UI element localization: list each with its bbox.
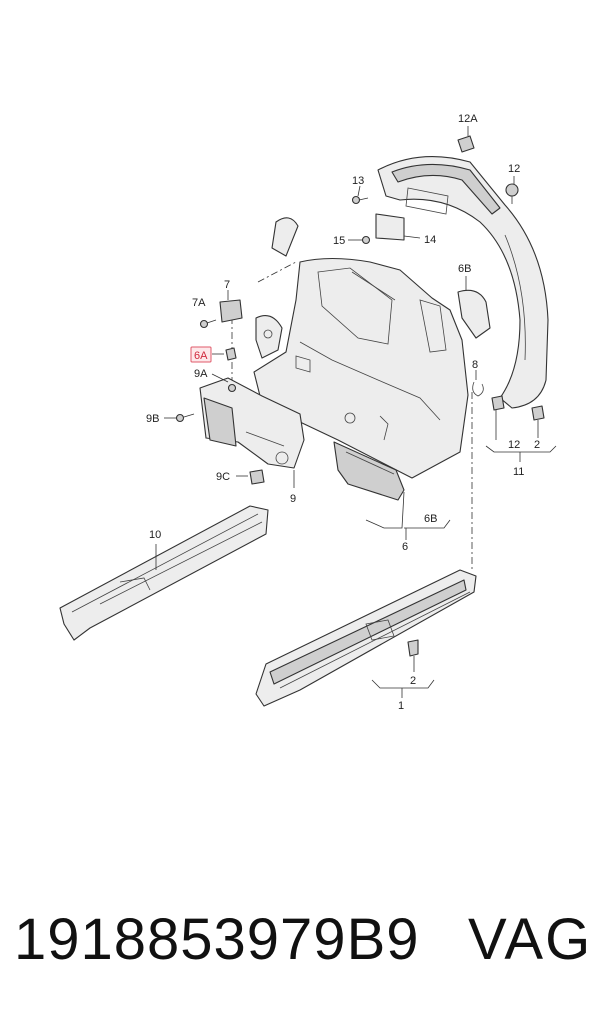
label-6B-bottom: 6B [424, 513, 437, 525]
label-7: 7 [224, 279, 230, 291]
label-8: 8 [472, 359, 478, 371]
leader-lines [155, 126, 557, 698]
cover-6B [457, 289, 491, 339]
brand-name: VAG [468, 907, 593, 972]
footer: 1918853979B9 VAG [0, 895, 600, 985]
label-14: 14 [424, 234, 436, 246]
loading-sill-cover-1 [255, 569, 477, 707]
label-9C: 9C [216, 471, 230, 483]
label-1: 1 [398, 700, 404, 712]
label-13: 13 [352, 175, 364, 187]
label-15: 15 [333, 235, 345, 247]
label-12A: 12A [458, 113, 478, 125]
bracket-6A [255, 315, 283, 359]
label-2-right: 2 [534, 439, 540, 451]
label-9: 9 [290, 493, 296, 505]
label-6A: 6A [194, 350, 208, 362]
label-6: 6 [402, 541, 408, 553]
label-12: 12 [508, 163, 520, 175]
sill-trim-10 [59, 505, 269, 641]
label-6B-top: 6B [458, 263, 471, 275]
highlight-box-6A [190, 346, 212, 363]
label-11: 11 [513, 466, 524, 478]
label-9B: 9B [146, 413, 159, 425]
side-rail-panel-9 [199, 377, 305, 469]
label-10: 10 [149, 529, 161, 541]
fasteners [175, 135, 545, 657]
part-number: 1918853979B9 [14, 907, 420, 972]
part-labels: 12A 12 13 15 14 6B 7 7A 6A 9A 8 9B 12 2 … [146, 113, 540, 712]
label-9A: 9A [194, 368, 208, 380]
label-12-bottom: 12 [508, 439, 520, 451]
label-2-bottom: 2 [410, 675, 416, 687]
parts-diagram: 12A 12 13 15 14 6B 7 7A 6A 9A 8 9B 12 2 … [59, 113, 557, 712]
bracket-7 [219, 217, 299, 323]
lower-trim-flap [333, 441, 405, 501]
label-7A: 7A [192, 297, 206, 309]
